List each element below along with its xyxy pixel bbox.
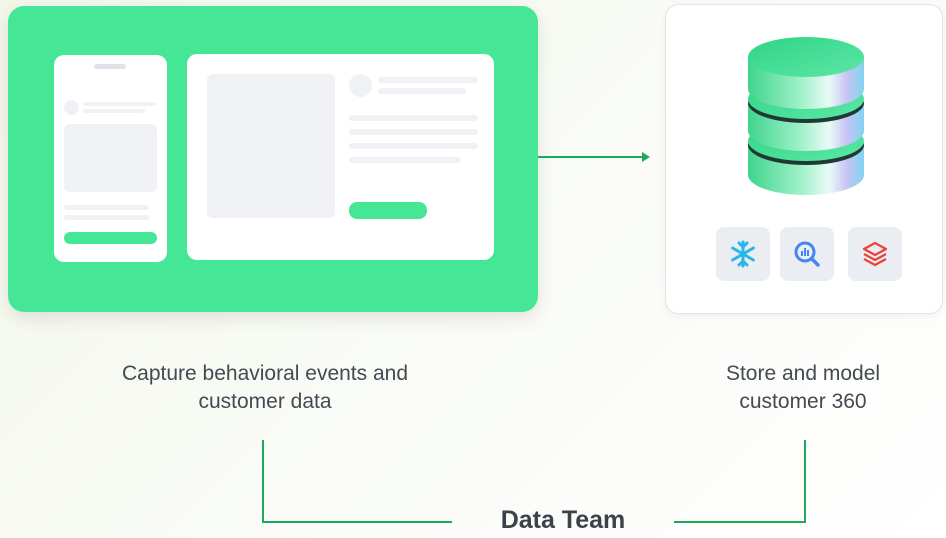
- team-connector: [262, 440, 806, 523]
- databricks-icon: [862, 241, 888, 267]
- capture-card: [8, 6, 538, 312]
- flow-arrow: [538, 152, 650, 162]
- web-text-line: [378, 77, 478, 83]
- store-caption: Store and model customer 360: [725, 362, 881, 413]
- databricks-tile: [848, 227, 902, 281]
- phone-image-placeholder: [64, 124, 157, 192]
- snowflake-tile: [716, 227, 770, 281]
- snowflake-icon: [731, 240, 755, 268]
- database-icon: [748, 37, 864, 195]
- web-text-line: [349, 129, 478, 135]
- web-text-line: [378, 88, 466, 94]
- phone-cta-button: [64, 232, 157, 244]
- web-image-placeholder: [207, 74, 335, 218]
- phone-text-line: [83, 102, 156, 106]
- web-text-line: [349, 157, 461, 163]
- phone-avatar: [64, 100, 79, 115]
- web-cta-button: [349, 202, 427, 219]
- storage-card: [665, 4, 943, 314]
- phone-text-line: [64, 205, 149, 210]
- phone-notch: [94, 64, 126, 69]
- web-avatar: [349, 74, 372, 97]
- phone-text-line: [83, 109, 145, 113]
- phone-text-line: [64, 215, 149, 220]
- bigquery-tile: [780, 227, 834, 281]
- bigquery-icon: [794, 241, 820, 267]
- web-text-line: [349, 143, 478, 149]
- phone-mockup: [54, 55, 167, 262]
- capture-caption: Capture behavioral events and customer d…: [121, 362, 409, 413]
- web-mockup: [187, 54, 494, 260]
- web-text-line: [349, 115, 478, 121]
- data-team-label: Data Team: [500, 506, 626, 534]
